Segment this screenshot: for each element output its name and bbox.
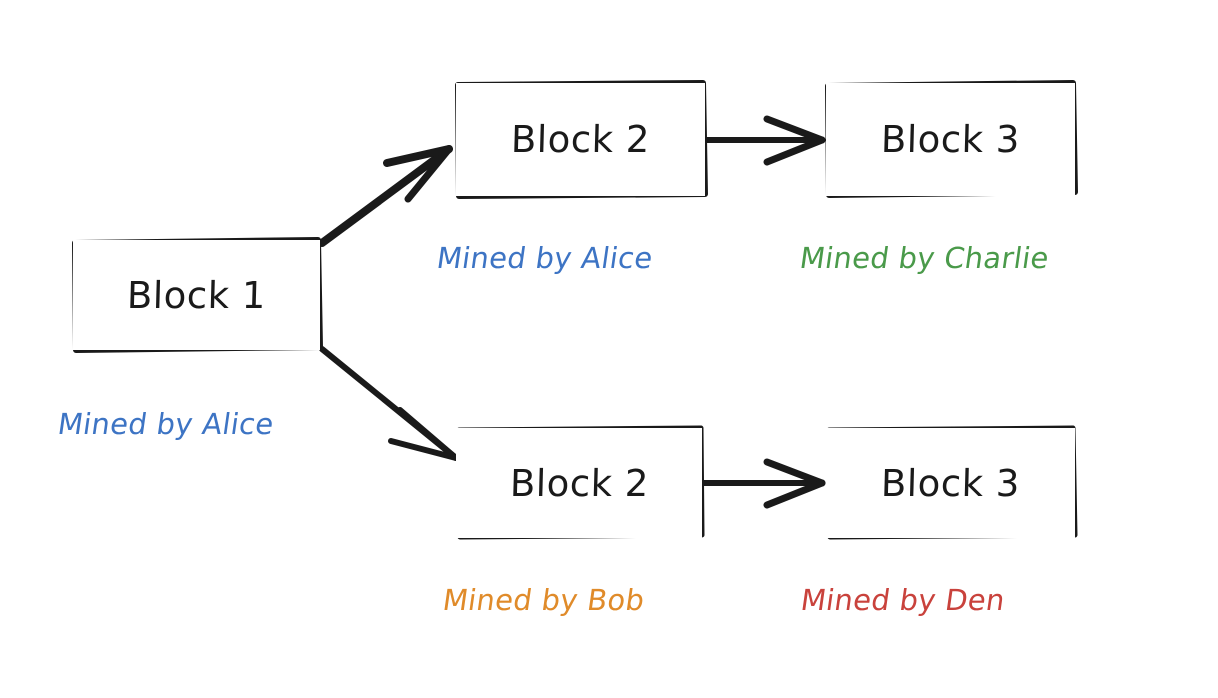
block-2-top: Block 2 (456, 83, 705, 196)
miner-label-block-3-bottom: Mined by Den (798, 583, 1008, 617)
arrow-block2-to-block3-bottom (701, 458, 826, 509)
block-3-top: Block 3 (826, 83, 1075, 196)
block-1-label: Block 1 (126, 273, 267, 317)
arrow-block1-to-block2-bottom (319, 346, 459, 461)
block-2-bottom-label: Block 2 (508, 461, 650, 505)
block-3-top-label: Block 3 (880, 118, 1021, 161)
miner-label-block-2-top: Mined by Alice (434, 241, 656, 275)
miner-label-block-3-top: Mined by Charlie (797, 241, 1052, 275)
arrow-block1-to-block2-top (318, 145, 453, 247)
miner-label-block-2-bottom: Mined by Bob (440, 583, 647, 617)
block-3-bottom-label: Block 3 (880, 461, 1021, 505)
block-2-top-label: Block 2 (510, 118, 651, 161)
block-3-bottom: Block 3 (826, 428, 1075, 538)
arrow-block2-to-block3-top (704, 115, 826, 166)
miner-label-block-1: Mined by Alice (55, 407, 277, 441)
block-2-bottom: Block 2 (456, 428, 702, 538)
block-1: Block 1 (73, 240, 320, 350)
